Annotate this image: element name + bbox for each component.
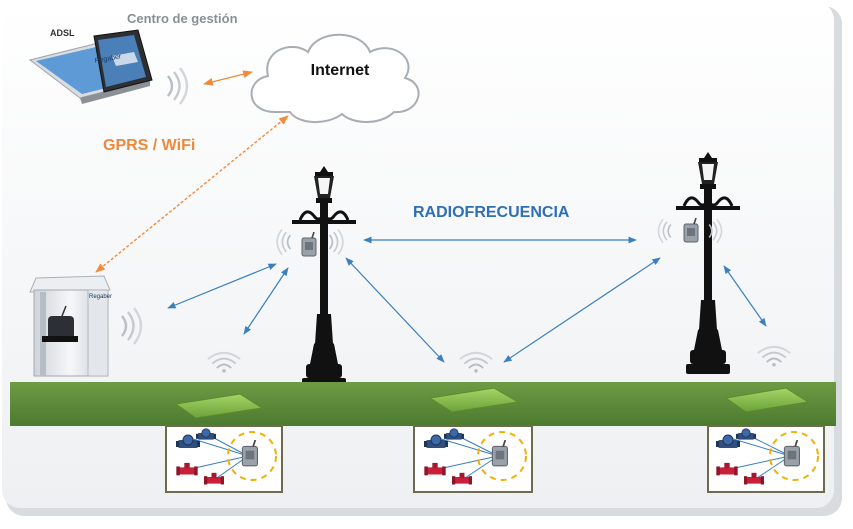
- ground-pad-1: [174, 393, 264, 419]
- underground-box-2: [413, 425, 533, 493]
- laptop-icon: [28, 29, 153, 104]
- management-center-label: Centro de gestión: [127, 11, 238, 26]
- ground-strip: [10, 382, 836, 426]
- lamp-left-pad1-link: [243, 267, 289, 335]
- adsl-label: ADSL: [50, 28, 75, 38]
- internet-label: Internet: [311, 62, 370, 79]
- radiofrequency-label: RADIOFRECUENCIA: [413, 204, 570, 221]
- lamp-right-pad2-link: [503, 257, 661, 363]
- ground-pad-2: [428, 387, 520, 413]
- cabinet-brand: Regaber: [89, 294, 112, 300]
- underground-box-3: [707, 425, 825, 493]
- gprs-wifi-label: GPRS / WiFi: [103, 137, 195, 154]
- internet-cabinet-link: [95, 115, 289, 273]
- lamp-right-pad3-link: [723, 265, 767, 327]
- lamp-left-pad2-link: [345, 257, 445, 363]
- laptop-brand: Regaber: [94, 53, 122, 65]
- ground-pad-3: [724, 387, 810, 413]
- laptop-internet-link: [203, 70, 253, 86]
- cloud-icon: [250, 33, 420, 123]
- cabinet-icon: [29, 275, 111, 377]
- underground-box-1: [165, 425, 283, 493]
